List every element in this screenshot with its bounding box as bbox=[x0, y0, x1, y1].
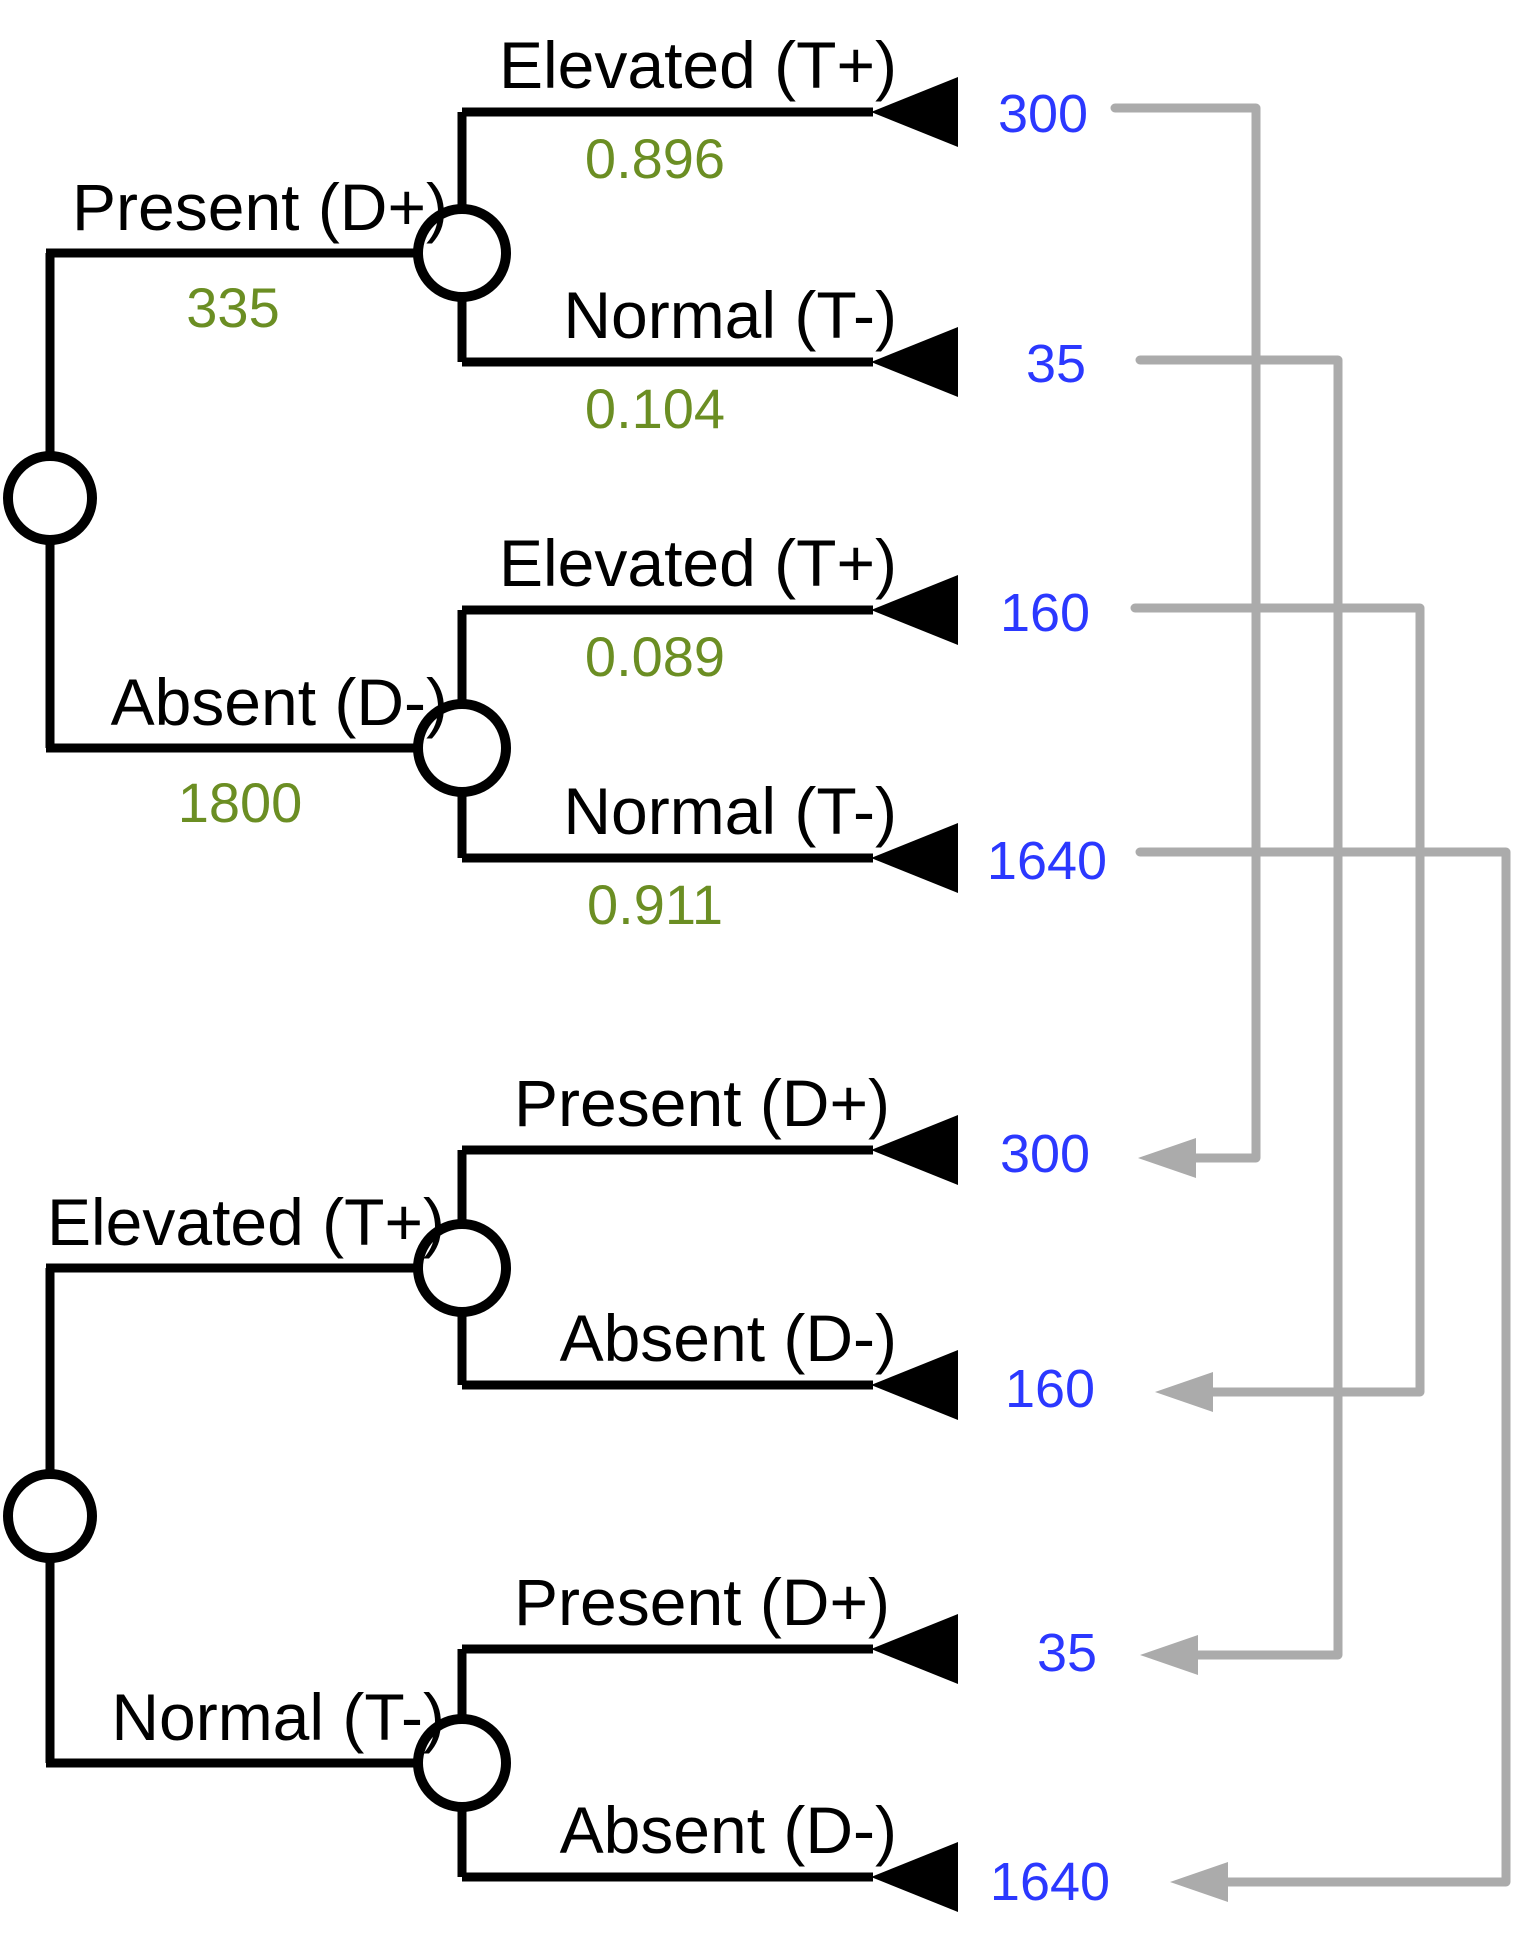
probability-label: 0.104 bbox=[585, 377, 725, 440]
connector-line-35 bbox=[1135, 355, 1343, 1660]
root-node-icon bbox=[3, 1469, 97, 1563]
branch-label: Normal (T-) bbox=[111, 1680, 445, 1754]
root-node-icon bbox=[3, 451, 97, 545]
terminal-value: 35 bbox=[1037, 1623, 1097, 1683]
terminal-node-arrow-icon bbox=[871, 1842, 958, 1912]
terminal-node-arrow-icon bbox=[871, 1350, 958, 1420]
leaf-label: Normal (T-) bbox=[563, 278, 897, 352]
terminal-node-arrow-icon bbox=[871, 575, 958, 645]
tree1: Present (D+) 335 Absent (D-) 1800 Elevat… bbox=[3, 28, 1107, 936]
count-label: 335 bbox=[186, 276, 279, 339]
terminal-value: 300 bbox=[998, 84, 1088, 144]
terminal-value: 160 bbox=[1005, 1359, 1095, 1419]
leaf-label: Elevated (T+) bbox=[499, 526, 897, 600]
tree2: Elevated (T+) Normal (T-) Present (D+) A… bbox=[3, 1066, 1110, 1912]
chance-node-icon bbox=[413, 1714, 511, 1812]
branch-label: Elevated (T+) bbox=[47, 1185, 445, 1259]
leaf-label: Absent (D-) bbox=[560, 1793, 897, 1867]
leaf-label: Normal (T-) bbox=[563, 774, 897, 848]
probability-label: 0.896 bbox=[585, 127, 725, 190]
branch-label: Absent (D-) bbox=[111, 665, 448, 739]
connector-arrow-icon-160 bbox=[1155, 1372, 1213, 1412]
terminal-value: 1640 bbox=[990, 1852, 1110, 1912]
connector-arrow-icon-1640 bbox=[1170, 1862, 1228, 1902]
terminal-value: 1640 bbox=[987, 831, 1107, 891]
branch-label: Present (D+) bbox=[72, 170, 448, 244]
terminal-value: 35 bbox=[1026, 334, 1086, 394]
connector-line-160 bbox=[1130, 603, 1425, 1397]
connector-group bbox=[1110, 103, 1511, 1902]
leaf-label: Absent (D-) bbox=[560, 1301, 897, 1375]
chance-node-icon bbox=[413, 204, 511, 302]
terminal-node-arrow-icon bbox=[871, 1614, 958, 1684]
terminal-node-arrow-icon bbox=[871, 823, 958, 893]
connector-line-1640 bbox=[1135, 847, 1511, 1887]
probability-label: 0.911 bbox=[587, 873, 723, 936]
count-label: 1800 bbox=[178, 771, 303, 834]
probability-label: 0.089 bbox=[585, 625, 725, 688]
leaf-label: Elevated (T+) bbox=[499, 28, 897, 102]
chance-node-icon bbox=[413, 1219, 511, 1317]
terminal-value: 300 bbox=[1000, 1124, 1090, 1184]
terminal-node-arrow-icon bbox=[871, 1115, 958, 1185]
leaf-label: Present (D+) bbox=[514, 1565, 890, 1639]
connector-arrow-icon-300 bbox=[1138, 1138, 1196, 1178]
terminal-node-arrow-icon bbox=[871, 327, 958, 397]
connector-arrow-icon-35 bbox=[1140, 1635, 1198, 1675]
chance-node-icon bbox=[413, 699, 511, 797]
leaf-label: Present (D+) bbox=[514, 1066, 890, 1140]
connector-line-300 bbox=[1110, 103, 1261, 1163]
terminal-node-arrow-icon bbox=[871, 77, 958, 147]
terminal-value: 160 bbox=[1000, 583, 1090, 643]
